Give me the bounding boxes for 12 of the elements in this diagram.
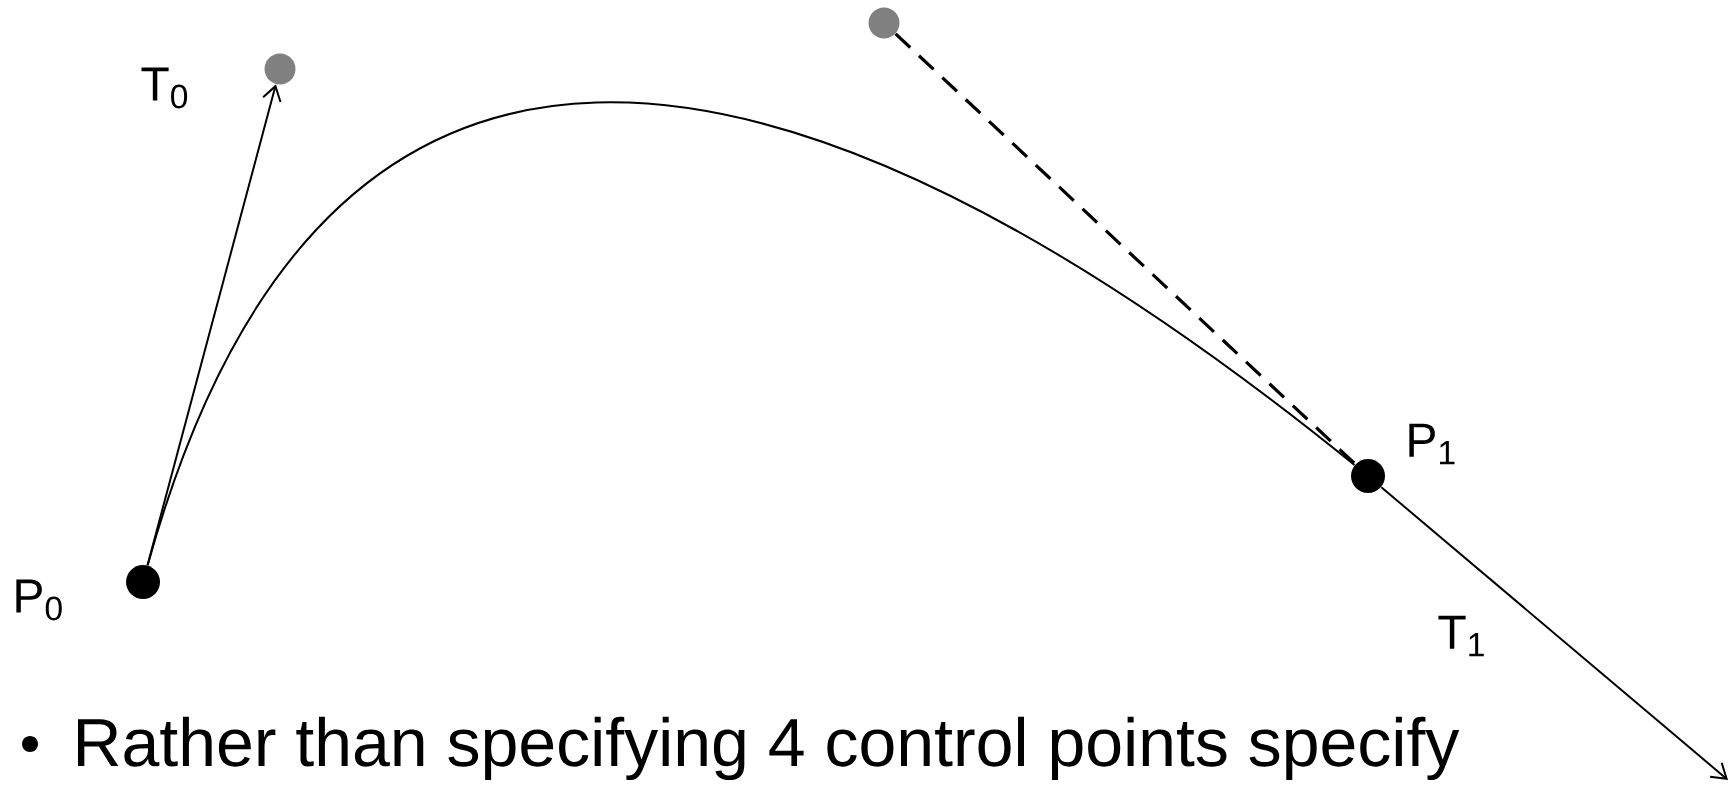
dashed-line (894, 32, 1357, 466)
point-label: P$_{1}$ (1409, 423, 1455, 465)
arrow (1380, 486, 1728, 780)
point-label: P$_{0}$ (16, 579, 62, 621)
point-dot (1351, 459, 1385, 493)
curve (146, 101, 1356, 567)
point-dot (868, 7, 900, 39)
point-dot (264, 53, 296, 85)
vector-label: T$_{1}$ (1438, 615, 1484, 657)
vector-label: T$_{0}$ (141, 67, 188, 109)
bullet-point: Rather than specifying 4 control points specify (22, 716, 1460, 781)
point-dot (126, 565, 160, 599)
